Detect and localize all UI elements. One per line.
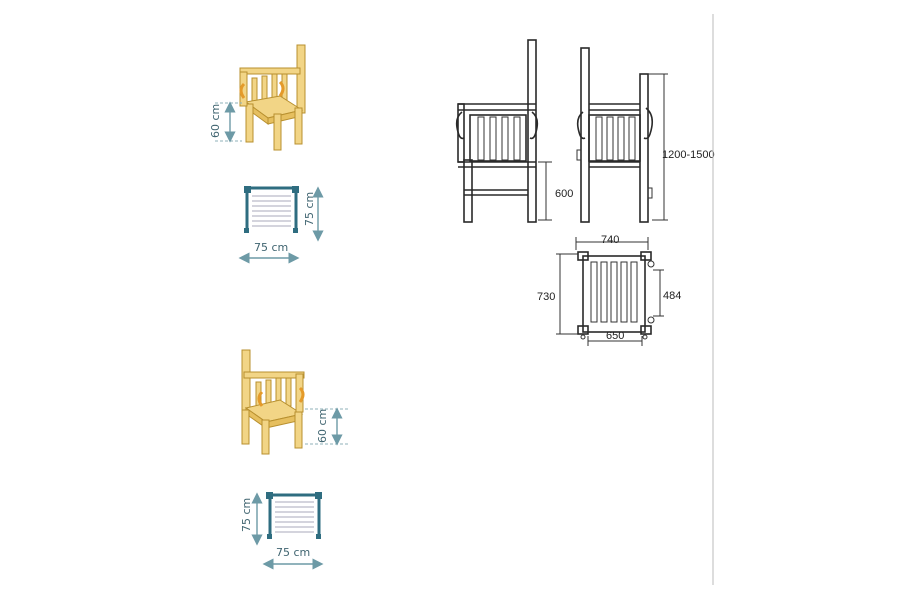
depth-dimension-b: 75 cm [240,492,263,546]
plan-view-variant-b [266,492,322,539]
depth-label-a: 75 cm [303,192,316,226]
inner-depth-label: 484 [663,290,681,302]
width-dimension-a: 75 cm [238,241,300,264]
overall-depth-label: 730 [537,291,555,303]
total-height-dimension: 1200-1500 [648,73,715,221]
bottom-width-label: 650 [606,330,624,342]
seat-height-label: 600 [555,188,573,200]
side-view-drawing [455,39,539,223]
depth-dimension-a: 75 cm [303,186,324,242]
width-label-a: 75 cm [254,241,288,254]
total-height-label: 1200-1500 [662,149,715,161]
width-dimension-b: 75 cm [262,546,324,570]
front-view-drawing [576,47,654,223]
height-dimension-b: 60 cm [305,407,348,446]
chair-3d-variant-a [239,44,306,151]
height-label-a: 60 cm [209,104,222,138]
width-label-b: 75 cm [276,546,310,559]
seat-height-dimension: 600 [538,161,573,221]
top-view-drawing: 740 730 484 650 [537,234,681,346]
height-dimension-a: 60 cm [209,101,242,143]
chair-3d-variant-b [241,349,305,455]
top-width-label: 740 [601,234,619,246]
depth-label-b: 75 cm [240,498,253,532]
height-label-b: 60 cm [316,409,329,443]
plan-view-variant-a [244,186,299,233]
